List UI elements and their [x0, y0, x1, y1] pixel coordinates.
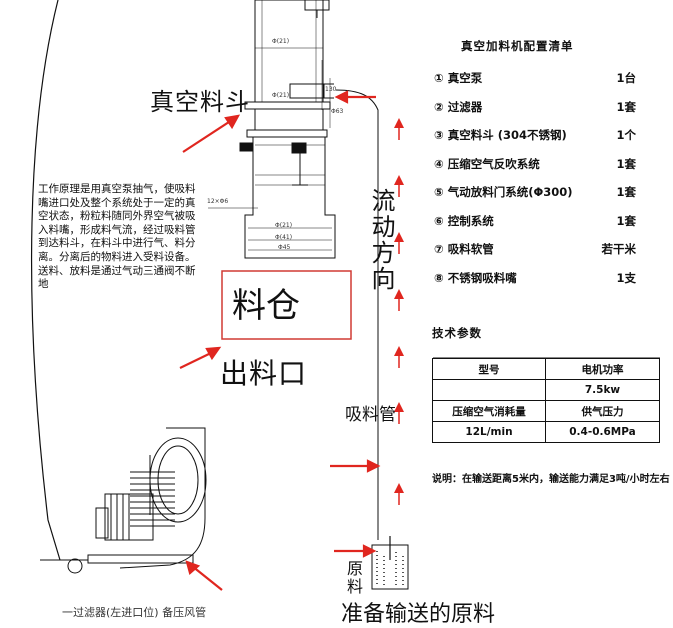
dim-label: Φ(21) [272, 92, 290, 99]
vacuum-pump-drawing [40, 427, 207, 574]
left-frame-line [30, 0, 61, 561]
table-cell: 0.4-0.6MPa [545, 421, 660, 443]
config-item-name: ③ 真空料斗 (304不锈钢) [434, 128, 567, 142]
config-item-name: ① 真空泵 [434, 71, 483, 85]
dim-label: Φ45 [278, 244, 291, 251]
table-row: 7.5kw [432, 379, 660, 401]
config-item-qty: 1个 [616, 128, 636, 142]
working-principle-text: 工作原理是用真空泵抽气，使吸料嘴进口处及整个系统处于一定的真空状态，粉粒料随同外… [38, 183, 196, 291]
config-item-qty: 1支 [616, 270, 636, 285]
dim-label: Φ(21) [272, 38, 290, 45]
config-item-name: ⑧ 不锈钢吸料嘴 [434, 270, 517, 285]
table-cell: 电机功率 [545, 358, 660, 380]
bin-label: 料仓 [232, 286, 300, 326]
table-cell [432, 379, 546, 401]
table-cell: 12L/min [432, 421, 546, 443]
table-cell: 7.5kw [545, 379, 660, 401]
config-title: 真空加料机配置清单 [461, 39, 574, 53]
dim-label: Φ(21) [275, 222, 293, 229]
dim-label: Φ63 [331, 108, 344, 115]
hopper-drawing [208, 0, 336, 259]
raw-material-label: 原料 [344, 560, 363, 596]
tech-title: 技术参数 [432, 326, 482, 340]
tech-table: 型号 电机功率 7.5kw 压缩空气消耗量 供气压力 12L/min 0.4-0… [432, 358, 660, 443]
table-cell: 供气压力 [545, 400, 660, 422]
config-item-qty: 1台 [616, 71, 636, 85]
config-item-qty: 1套 [616, 99, 636, 114]
dim-label: 130 [325, 86, 337, 93]
bin-box [221, 270, 352, 340]
table-cell: 压缩空气消耗量 [432, 400, 546, 422]
table-row: 压缩空气消耗量 供气压力 [432, 400, 660, 422]
suction-pipe-label: 吸料管 [345, 405, 396, 425]
dim-label: Φ(41) [275, 234, 293, 241]
outlet-label: 出料口 [220, 357, 308, 390]
config-item-name: ④ 压缩空气反吹系统 [434, 156, 540, 171]
flow-direction-label: 流动方向 [367, 188, 395, 292]
table-row: 12L/min 0.4-0.6MPa [432, 421, 660, 443]
config-item-qty: 若干米 [601, 242, 637, 256]
red-arrows [179, 90, 381, 591]
table-cell: 型号 [432, 358, 546, 380]
config-item-qty: 1套 [616, 156, 636, 171]
config-item-qty: 1套 [616, 213, 636, 228]
config-item-name: ② 过滤器 [434, 99, 483, 114]
config-item-qty: 1套 [616, 185, 636, 199]
config-item-name: ⑤ 气动放料门系统(Φ300) [434, 185, 573, 199]
flow-arrows [394, 118, 404, 493]
prepare-label: 准备输送的原料 [341, 602, 496, 627]
suction-pipe-line [335, 89, 379, 540]
raw-material-container [371, 536, 409, 590]
dim-label: 12×Φ6 [207, 198, 229, 205]
table-row: 型号 电机功率 [432, 358, 660, 380]
tech-note: 说明：在输送距离5米内，输送能力满足3吨/小时左右 [432, 474, 670, 485]
bottom-cut-label: 一过滤器(左进口位) 备压风管 [62, 606, 207, 619]
config-item-name: ⑥ 控制系统 [434, 213, 494, 228]
hopper-label: 真空料斗 [150, 88, 250, 116]
config-item-name: ⑦ 吸料软管 [434, 242, 494, 256]
